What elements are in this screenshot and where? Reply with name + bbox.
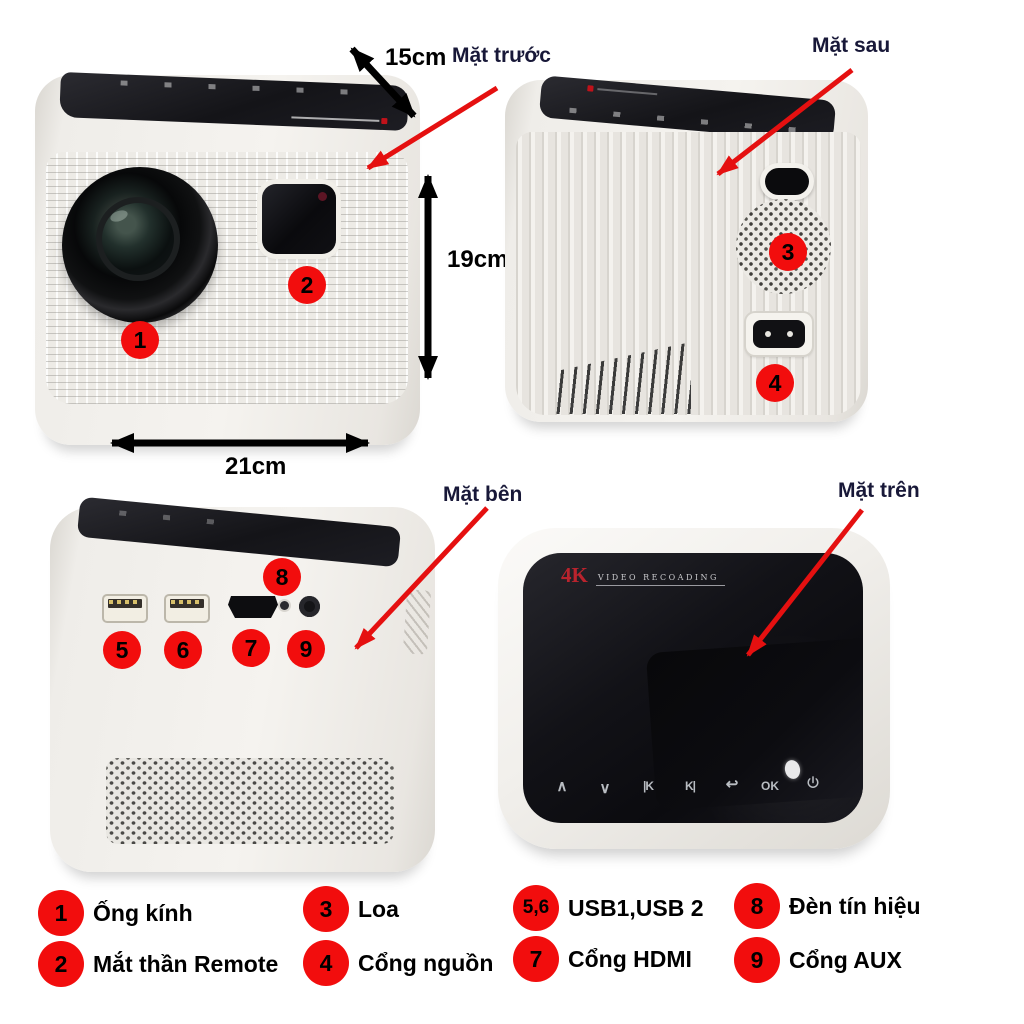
dim-label-15cm: 15cm <box>385 44 447 71</box>
callout-6: 6 <box>164 631 202 669</box>
legend-badge-1: 1 <box>38 890 84 936</box>
legend-item: 5,6 USB1,USB 2 <box>513 885 703 931</box>
callout-3: 3 <box>769 233 807 271</box>
legend-badge-9: 9 <box>734 937 780 983</box>
top-face-label: Mặt trên <box>838 479 920 502</box>
legend-item: 1 Ống kính <box>38 890 193 936</box>
touch-controls-strip <box>119 510 239 527</box>
legend-badge-2: 2 <box>38 941 84 987</box>
legend-badge-3: 3 <box>303 886 349 932</box>
legend-item: 3 Loa <box>303 886 399 932</box>
side-speaker-grille <box>106 758 394 844</box>
legend-label: Cổng AUX <box>789 946 902 973</box>
top-touch-panel: 4K VIDEO RECOADING ∧ ∨ |K K| ↩ OK <box>523 553 863 823</box>
callout-2: 2 <box>288 266 326 304</box>
top-panel-print <box>291 116 380 122</box>
legend-label: Cổng nguồn <box>358 949 494 976</box>
aux-jack <box>299 596 320 617</box>
remote-reflection <box>645 637 863 811</box>
legend-item: 8 Đèn tín hiệu <box>734 883 921 929</box>
callout-1: 1 <box>121 321 159 359</box>
back-icon: ↩ <box>725 776 739 793</box>
legend-label: Ống kính <box>93 899 193 926</box>
front-face-label: Mặt trước <box>452 44 551 67</box>
lens-glass <box>96 197 180 281</box>
signal-led <box>280 601 289 610</box>
brand-mark <box>587 85 594 92</box>
callout-9: 9 <box>287 630 325 668</box>
power-inlet <box>746 313 812 355</box>
legend-item: 2 Mắt thần Remote <box>38 941 278 987</box>
down-icon: ∨ <box>599 780 611 797</box>
callout-7: 7 <box>232 629 270 667</box>
brand: 4K VIDEO RECOADING <box>561 565 725 586</box>
dim-label-19cm: 19cm <box>447 246 509 273</box>
hdmi-port <box>228 596 278 618</box>
up-icon: ∧ <box>556 778 568 795</box>
legend-badge-7: 7 <box>513 936 559 982</box>
lens <box>62 167 218 323</box>
legend-badge-8: 8 <box>734 883 780 929</box>
usb2-port <box>166 596 208 621</box>
top-panel-print <box>597 88 658 96</box>
callout-8: 8 <box>263 558 301 596</box>
legend-label: Loa <box>358 895 399 922</box>
touch-controls-strip <box>120 80 371 96</box>
legend-badge-5-6: 5,6 <box>513 885 559 931</box>
legend-badge-4: 4 <box>303 940 349 986</box>
legend-item: 7 Cổng HDMI <box>513 936 692 982</box>
side-vent-hatch <box>402 589 432 655</box>
ir-receiver-window <box>262 184 336 254</box>
dim-label-21cm: 21cm <box>225 453 287 480</box>
legend-label: Đèn tín hiệu <box>789 892 921 919</box>
ok-button: OK <box>761 779 779 793</box>
legend-label: Mắt thần Remote <box>93 950 279 977</box>
top-body: 4K VIDEO RECOADING ∧ ∨ |K K| ↩ OK <box>498 528 890 849</box>
brand-subtitle: VIDEO RECOADING <box>595 573 725 586</box>
back-face-label: Mặt sau <box>812 34 891 57</box>
brand-4k: 4K <box>561 563 588 587</box>
prev-icon: |K <box>642 779 654 793</box>
power-icon <box>806 776 821 795</box>
usb1-port <box>104 596 146 621</box>
side-face-label: Mặt bên <box>443 483 523 506</box>
legend-item: 4 Cổng nguồn <box>303 940 493 986</box>
legend-label: Cổng HDMI <box>568 945 692 972</box>
next-icon: K| <box>684 779 696 793</box>
callout-4: 4 <box>756 364 794 402</box>
legend-item: 9 Cổng AUX <box>734 937 902 983</box>
ir-led-dot <box>318 192 327 201</box>
rear-ir-receiver <box>760 163 814 200</box>
callout-5: 5 <box>103 631 141 669</box>
brand-mark <box>381 117 388 125</box>
legend-label: USB1,USB 2 <box>568 894 704 921</box>
